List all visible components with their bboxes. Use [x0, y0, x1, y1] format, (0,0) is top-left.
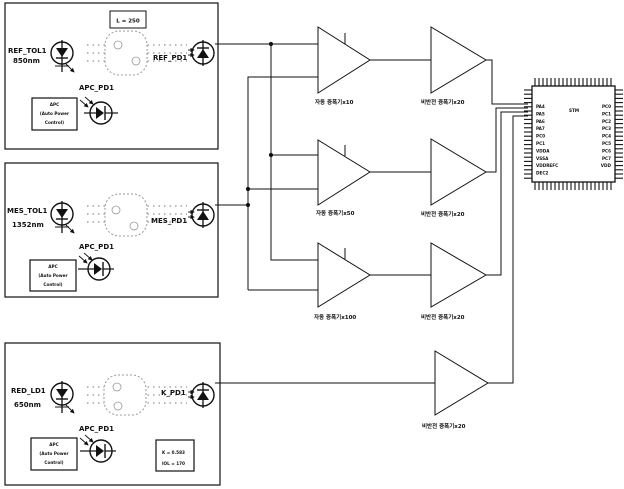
- inv-amp-label: 비반전 증폭기x20: [421, 210, 465, 218]
- mcu-chip: STM PA4PA5PA6PA7PC0PC1VDDAVSSAVDDREFCDEC…: [524, 78, 623, 190]
- mcu-pin-label-left: PA5: [536, 111, 545, 116]
- sample-cuvette: [103, 374, 147, 416]
- auto-amp-label: 자동 증폭기x100: [314, 313, 356, 321]
- mcu-pin-label-right: VDD: [601, 163, 612, 168]
- apc-line-1: APC: [50, 102, 59, 107]
- wiring: [215, 41, 528, 384]
- wavelength-label: 650nm: [14, 401, 41, 409]
- mcu-pin-label-left: PA6: [536, 119, 545, 124]
- detector-photodiode-icon: [188, 382, 215, 408]
- inverting-amplifier-1: 비반전 증폭기x20: [421, 26, 487, 106]
- mcu-pin-label-left: VSSA: [536, 156, 549, 161]
- param-block: [155, 439, 195, 472]
- monitor-label: APC_PD1: [79, 425, 114, 433]
- sample-cuvette: [104, 30, 148, 76]
- apc-line-3: Control): [45, 120, 64, 125]
- source-photodiode-icon: [50, 201, 75, 234]
- module-red: RED_LD1 650nm K_PD1: [4, 342, 221, 486]
- mcu-pin-label-right: PC7: [602, 156, 611, 161]
- mcu-pin-label-right: PC4: [602, 134, 611, 139]
- apc-line-3: Control): [44, 460, 63, 465]
- detector-photodiode-icon: [188, 202, 215, 228]
- module-frame: [4, 162, 219, 298]
- inverting-amplifier-3: 비반전 증폭기x20: [421, 242, 487, 321]
- source-label: RED_LD1: [11, 387, 46, 395]
- source-label: REF_TOL1: [8, 47, 47, 55]
- source-label: MES_TOL1: [7, 207, 47, 215]
- apc-block: [31, 97, 78, 131]
- mcu-pin-label-left: PC0: [536, 134, 545, 139]
- auto-amplifier-2: 자동 증폭기x50: [316, 139, 371, 217]
- apc-line-2: (Auto Power: [38, 273, 68, 278]
- monitor-label: APC_PD1: [79, 84, 114, 92]
- detector-label: REF_PD1: [153, 54, 187, 62]
- apc-line-2: (Auto Power: [40, 111, 70, 116]
- wavelength-label: 850nm: [13, 57, 40, 65]
- mcu-pin-label-left: VDDA: [536, 148, 550, 153]
- apc-line-2: (Auto Power: [39, 451, 69, 456]
- mcu-pin-label-right: PC3: [602, 126, 611, 131]
- auto-amp-label: 자동 증폭기x10: [315, 98, 354, 106]
- source-photodiode-icon: [50, 40, 75, 73]
- param-iol: IOL = 170: [162, 461, 185, 466]
- mcu-body: [531, 85, 616, 183]
- mcu-pin-label-left: DEC2: [536, 171, 548, 176]
- path-length-label: L = 250: [116, 19, 140, 25]
- source-photodiode-icon: [50, 381, 75, 414]
- inverting-amplifier-4: 비반전 증폭기x20: [422, 350, 489, 430]
- mcu-pin-label-left: PA4: [536, 104, 545, 109]
- inverting-amplifier-2: 비반전 증폭기x20: [421, 138, 487, 218]
- mcu-center-label: STM: [569, 108, 579, 113]
- module-frame: [4, 2, 219, 150]
- detector-photodiode-icon: [188, 40, 215, 66]
- mcu-pin-label-right: PC2: [602, 119, 611, 124]
- detector-label: MES_PD1: [151, 217, 187, 225]
- mcu-pin-label-right: PC0: [602, 104, 611, 109]
- module-frame: [4, 342, 221, 486]
- inv-amp-label: 비반전 증폭기x20: [421, 313, 465, 321]
- inv-amp-label: 비반전 증폭기x20: [421, 98, 465, 106]
- module-ref: REF_TOL1 850nm L = 250 REF_PD1: [4, 2, 219, 150]
- mcu-pin-label-right: PC6: [602, 148, 611, 153]
- module-mes: MES_TOL1 1352nm MES_PD1: [4, 162, 219, 298]
- mcu-pin-label-right: PC1: [602, 111, 611, 116]
- mcu-pin-label-left: VDDREFC: [536, 163, 558, 168]
- apc-line-3: Control): [43, 282, 62, 287]
- apc-block: [30, 437, 78, 471]
- apc-line-1: APC: [49, 442, 58, 447]
- wavelength-label: 1352nm: [12, 221, 44, 229]
- apc-line-1: APC: [48, 264, 57, 269]
- auto-amp-label: 자동 증폭기x50: [316, 209, 355, 217]
- sample-cuvette: [104, 193, 148, 237]
- monitor-photodiode-icon: [79, 434, 116, 463]
- path-length-box: [109, 10, 147, 29]
- inv-amp-label: 비반전 증폭기x20: [422, 422, 466, 430]
- mcu-pin-label-left: PC1: [536, 141, 545, 146]
- auto-amplifier-1: 자동 증폭기x10: [315, 26, 371, 106]
- monitor-label: APC_PD1: [79, 243, 114, 251]
- mcu-pin-label-left: PA7: [536, 126, 545, 131]
- apc-block: [29, 259, 77, 292]
- auto-amplifier-3: 자동 증폭기x100: [314, 242, 371, 321]
- monitor-photodiode-icon: [78, 252, 114, 281]
- param-k: K = 0.583: [162, 450, 185, 455]
- monitor-photodiode-icon: [79, 96, 118, 125]
- mcu-pin-label-right: PC5: [602, 141, 611, 146]
- detector-label: K_PD1: [161, 389, 186, 397]
